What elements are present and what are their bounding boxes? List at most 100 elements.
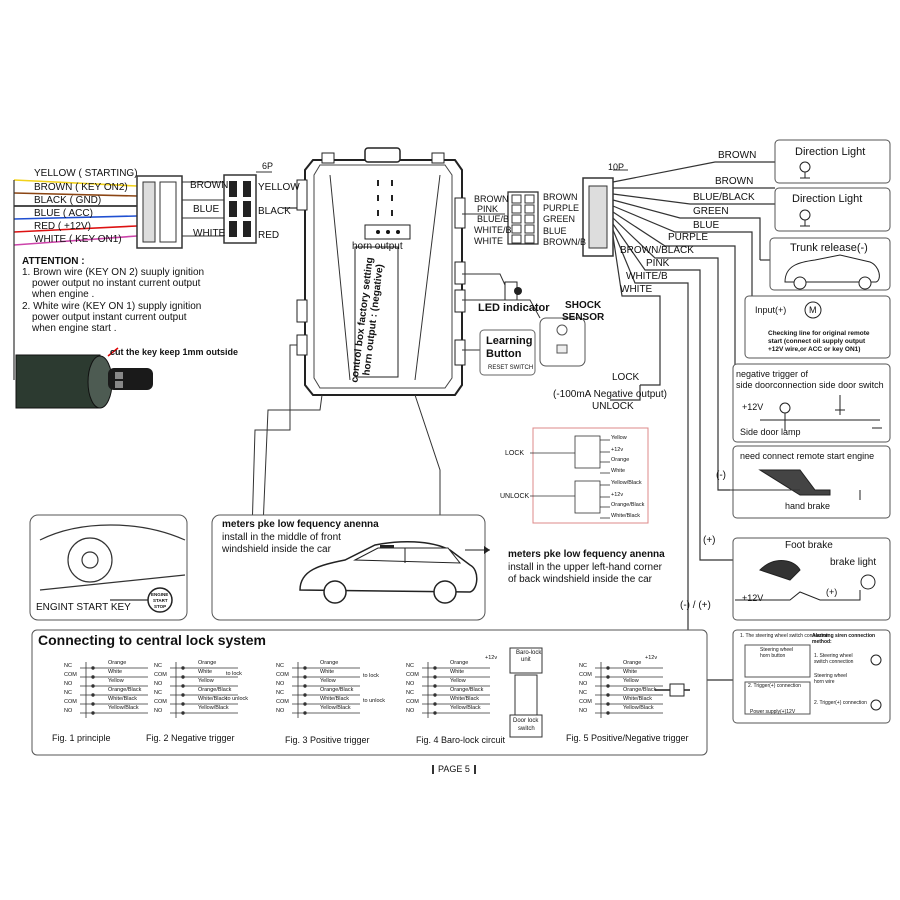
cl-row-label: COM — [154, 699, 167, 705]
cl-wire-label: White/Black — [320, 696, 350, 702]
horn-wire-1: Steering wheel — [814, 673, 848, 679]
right-wire-9: WHITE — [620, 284, 653, 295]
relay2-w3: White/Black — [611, 513, 641, 519]
cl-wire-label: White/Black — [108, 696, 138, 702]
conn6-right-1: BLACK — [258, 206, 291, 217]
hand-brake-title: need connect remote start engine — [740, 451, 875, 461]
harness-wire-line — [13, 225, 138, 233]
cl-wire-label: Orange — [450, 660, 469, 666]
cl-row-label: NC — [276, 690, 284, 696]
relay1-w1: +12v — [611, 447, 624, 453]
cl-wire-label: Orange — [198, 660, 217, 666]
learning-button-label: Learning Button — [486, 335, 533, 360]
cl-row-label: NO — [406, 708, 415, 714]
cl-annotation: to lock — [226, 671, 242, 677]
foot-brake-12v: +12V — [742, 593, 764, 603]
fig-2: Fig. 2 Negative trigger — [146, 733, 235, 743]
input-plus-label: Input(+) — [755, 305, 787, 315]
page-number: PAGE 5 — [432, 765, 476, 774]
right-wire-3: GREEN — [693, 206, 729, 217]
c10-left-4: WHITE — [474, 236, 503, 246]
conn6-left-0: BROWN — [190, 180, 229, 191]
cl-annotation: to unlock — [226, 696, 249, 702]
ignition-barrel — [15, 354, 153, 409]
right-wire-2: BLUE/BLACK — [693, 192, 755, 203]
c10-right-4: BROWN/B — [543, 237, 587, 247]
c10-right-2: GREEN — [543, 214, 576, 224]
checking-line-2: start (connect oil supply output — [768, 338, 866, 345]
c10-left-1: PINK — [477, 204, 499, 214]
reset-switch-label: RESET SWITCH — [488, 365, 534, 371]
relay1-w3: White — [611, 468, 626, 474]
cl-wire-label: White — [623, 669, 638, 675]
cl-wire-label: Yellow — [623, 678, 639, 684]
harness-wire-line — [13, 192, 138, 197]
cl-annotation: to lock — [363, 673, 379, 679]
hand-brake-label: hand brake — [785, 501, 831, 511]
horn-wire-2: horn wire — [814, 679, 835, 685]
cl-wire-label: White/Black — [198, 696, 228, 702]
conn6-right-2: RED — [258, 230, 280, 241]
cl-row-label: NO — [154, 708, 163, 714]
cl-wire-label: White/Black — [450, 696, 480, 702]
harness-wires — [13, 179, 224, 246]
control-box — [296, 147, 466, 396]
cl-wire-label: Yellow/Black — [623, 705, 654, 711]
side-door-title-2: side doorconnection side door switch — [736, 380, 884, 390]
connector-6p — [223, 174, 257, 244]
conn6-right-0: YELLOW — [258, 182, 300, 193]
cl-row-label: NC — [579, 663, 587, 669]
cl-wire-label: Yellow/Black — [108, 705, 139, 711]
c10-right-1: PURPLE — [543, 203, 580, 213]
cl-row-label: NO — [276, 708, 285, 714]
wire-yellow-label: YELLOW ( STARTING) — [34, 168, 138, 179]
direction-light-2: Direction Light — [792, 193, 863, 205]
relay2-w0: Yellow/Black — [611, 480, 642, 486]
attention-title: ATTENTION : — [22, 256, 85, 267]
led-indicator-label: LED indicator — [478, 302, 550, 314]
alarm-title-2: method: — [812, 639, 832, 645]
cl-wire-label: White/Black — [623, 696, 653, 702]
harness-wire-line — [13, 215, 138, 220]
cl-wire-label: Orange — [320, 660, 339, 666]
baro-unit-2: unit — [521, 657, 531, 663]
central-lock-wiring — [80, 662, 663, 718]
checking-line-3: +12V wire,or ACC or key ON1) — [768, 346, 861, 353]
key-note: cut the key keep 1mm outside — [110, 347, 239, 357]
cl-wire-label: Orange — [623, 660, 642, 666]
cl-wire-label: Orange/Black — [623, 687, 657, 693]
c10-right-0: BROWN — [543, 192, 578, 202]
cl-wire-label: Yellow — [108, 678, 124, 684]
right-wire-7: PINK — [646, 258, 670, 269]
c10-left-0: BROWN — [474, 194, 509, 204]
cl-wire-label: Yellow/Black — [198, 705, 229, 711]
c10-left-3: WHITE/B — [474, 225, 512, 235]
cl-row-label: COM — [276, 672, 289, 678]
antenna-front-title: meters pke low fequency anenna — [222, 519, 379, 530]
cl-row-label: COM — [64, 699, 77, 705]
right-wire-8: WHITE/B — [626, 271, 668, 282]
wire-red-label: RED ( +12V) — [34, 221, 91, 232]
unlock-label: UNLOCK — [592, 401, 634, 412]
trigger-label: 2. Trigger(+) connection — [748, 683, 801, 689]
cl-row-label: NO — [579, 681, 588, 687]
negative-output-label: (-100mA Negative output) — [553, 389, 667, 400]
alarm-title-1: Alarming siren connection — [812, 633, 876, 639]
polarity-label: (-) / (+) — [680, 600, 711, 611]
cl-row-label: NC — [276, 663, 284, 669]
fig-4: Fig. 4 Baro-lock circuit — [416, 735, 506, 745]
relay1-w0: Yellow — [611, 435, 627, 441]
antenna-back-title: meters pke low fequency anenna — [508, 549, 665, 560]
antenna-back-l2: of back windshield inside the car — [508, 574, 652, 585]
cl-row-label: NC — [154, 690, 162, 696]
power-label: Power supply(+)12V — [750, 709, 796, 715]
engine-button-1: ENGINE — [151, 592, 169, 597]
cl-wire-label: White — [198, 669, 213, 675]
wire-white-label: WHITE ( KEY ON1) — [34, 234, 122, 245]
right-wire-fan — [610, 161, 790, 681]
cl-row-label: COM — [406, 699, 419, 705]
door-switch-1: Door lock — [513, 718, 539, 724]
cl-wire-label: Orange/Black — [108, 687, 142, 693]
